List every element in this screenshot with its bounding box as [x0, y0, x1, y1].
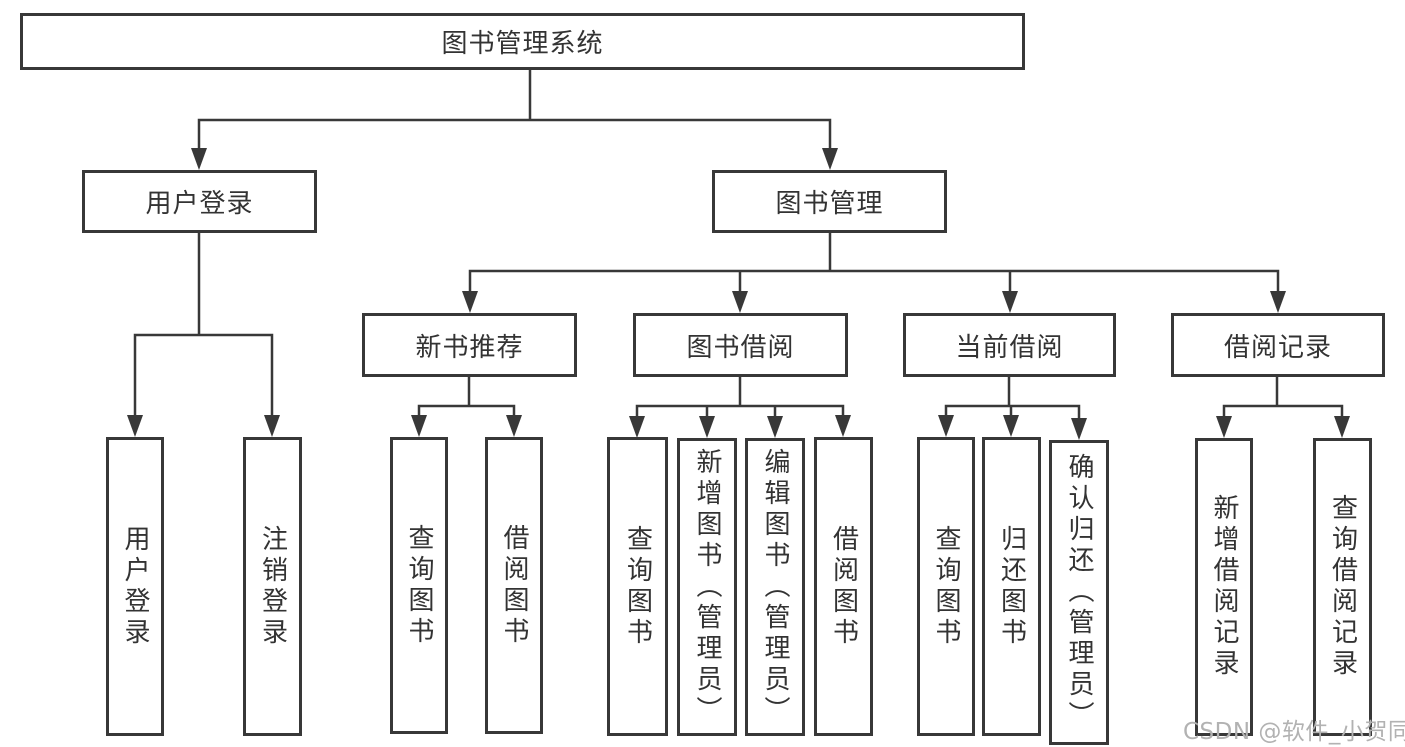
node-label: 当前借阅	[955, 332, 1064, 363]
leaf-query-borrow-record: 查询借阅记录	[1313, 438, 1372, 736]
connector-current-borrow-group	[944, 375, 1081, 425]
node-label: 借阅记录	[1223, 332, 1332, 363]
arrowhead	[127, 415, 143, 437]
arrowhead	[506, 415, 522, 437]
node-book-borrow: 图书借阅	[633, 313, 848, 377]
leaf-query-books-recommend: 查询图书	[390, 437, 448, 734]
arrowhead	[822, 148, 838, 170]
leaf-borrow-books: 借阅图书	[814, 437, 873, 736]
connector-borrow-records-group	[1222, 375, 1344, 423]
arrowhead	[767, 416, 783, 438]
node-label: 查询图书	[622, 524, 653, 649]
node-label: 借阅图书	[828, 524, 859, 649]
arrowhead	[191, 148, 207, 170]
arrowhead	[1216, 416, 1232, 438]
node-label: 查询借阅记录	[1327, 494, 1358, 680]
node-label: 图书管理	[775, 189, 884, 219]
arrowhead	[1071, 418, 1087, 440]
node-current-borrow: 当前借阅	[903, 313, 1116, 377]
leaf-user-login: 用户登录	[106, 437, 164, 736]
arrowhead	[835, 415, 851, 437]
connector-book-borrow-group	[635, 375, 845, 423]
node-label: 确认归还（管理员）	[1064, 453, 1094, 732]
leaf-return-books: 归还图书	[982, 437, 1041, 736]
connector-user-login-group	[133, 231, 274, 422]
leaf-query-books-current: 查询图书	[917, 437, 975, 736]
arrowhead	[1334, 416, 1350, 438]
node-label: 查询图书	[404, 523, 434, 648]
node-label: 图书管理系统	[441, 29, 604, 59]
arrowhead	[732, 291, 748, 313]
node-user-login: 用户登录	[82, 170, 317, 233]
node-label: 查询图书	[931, 524, 961, 649]
node-label: 用户登录	[120, 524, 150, 649]
node-label: 新增借阅记录	[1209, 494, 1239, 680]
leaf-query-books-borrow: 查询图书	[607, 437, 668, 736]
node-new-book-recommend: 新书推荐	[362, 313, 577, 377]
node-label: 注销登录	[257, 524, 288, 649]
node-root: 图书管理系统	[20, 13, 1025, 70]
arrowhead	[699, 416, 715, 438]
leaf-confirm-return-admin: 确认归还（管理员）	[1049, 440, 1109, 745]
csdn-watermark: CSDN @软件_小贺同学	[1183, 719, 1405, 745]
node-label: 归还图书	[996, 524, 1027, 649]
arrowhead	[938, 415, 954, 437]
arrowhead	[1003, 415, 1019, 437]
connector-new-book-group	[417, 375, 516, 422]
node-book-management: 图书管理	[712, 170, 947, 233]
arrowhead	[629, 416, 645, 438]
arrowhead	[462, 291, 478, 313]
node-label: 图书借阅	[686, 332, 795, 363]
node-label: 编辑图书（管理员）	[760, 447, 790, 727]
leaf-add-borrow-record: 新增借阅记录	[1195, 438, 1253, 736]
connector-book-management-to-level3	[468, 231, 1280, 298]
arrowhead	[1002, 291, 1018, 313]
connector-root-to-level2	[197, 68, 832, 154]
arrowhead	[264, 415, 280, 437]
node-label: 借阅图书	[499, 523, 529, 648]
node-label: 新书推荐	[415, 332, 524, 363]
arrowhead	[411, 415, 427, 437]
node-borrow-records: 借阅记录	[1171, 313, 1385, 377]
node-label: 用户登录	[145, 189, 254, 219]
leaf-borrow-books-recommend: 借阅图书	[485, 437, 543, 734]
leaf-add-book-admin: 新增图书（管理员）	[677, 438, 737, 736]
node-label: 新增图书（管理员）	[692, 447, 722, 727]
leaf-logout: 注销登录	[243, 437, 302, 736]
arrowhead	[1270, 291, 1286, 313]
leaf-edit-book-admin: 编辑图书（管理员）	[745, 438, 805, 736]
